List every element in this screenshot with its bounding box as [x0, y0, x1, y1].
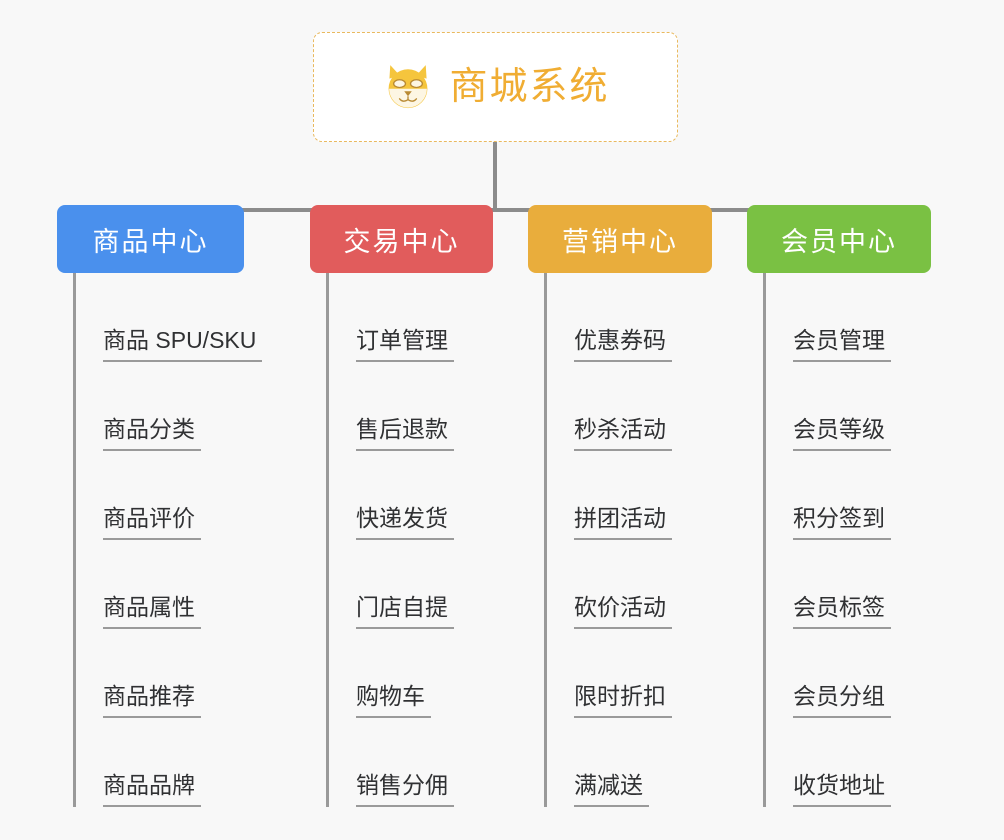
- leaf-item-label: 快递发货: [356, 505, 454, 540]
- leaf-item[interactable]: 商品评价: [73, 451, 244, 540]
- category-header-label: 交易中心: [343, 226, 460, 257]
- dog-face-icon: [389, 65, 428, 109]
- leaf-item-label: 商品推荐: [103, 683, 201, 718]
- category-header-2[interactable]: 交易中心: [310, 205, 493, 273]
- leaf-item-label: 商品 SPU/SKU: [103, 327, 263, 362]
- leaf-item-label: 商品分类: [103, 416, 201, 451]
- leaf-item-label: 订单管理: [356, 327, 454, 362]
- leaf-item-label: 销售分佣: [356, 772, 454, 807]
- connector-trunk-bar: [148, 208, 842, 212]
- category-items: 订单管理售后退款快递发货门店自提购物车销售分佣: [310, 273, 493, 807]
- leaf-item[interactable]: 销售分佣: [326, 718, 493, 807]
- leaf-item-label: 积分签到: [793, 505, 891, 540]
- leaf-item-label: 会员等级: [793, 416, 891, 451]
- leaf-item[interactable]: 会员管理: [763, 273, 931, 362]
- leaf-item-label: 售后退款: [356, 416, 454, 451]
- category-items: 商品 SPU/SKU 商品分类商品评价商品属性商品推荐商品品牌: [57, 273, 263, 807]
- category-column: 营销中心优惠券码秒杀活动拼团活动砍价活动限时折扣满减送: [528, 205, 712, 807]
- leaf-item[interactable]: 购物车: [326, 629, 493, 718]
- leaf-item-label: 拼团活动: [574, 505, 672, 540]
- leaf-item[interactable]: 门店自提: [326, 540, 493, 629]
- leaf-item[interactable]: 会员分组: [763, 629, 931, 718]
- leaf-item[interactable]: 商品推荐: [73, 629, 244, 718]
- leaf-item[interactable]: 售后退款: [326, 362, 493, 451]
- leaf-item[interactable]: 商品品牌: [73, 718, 244, 807]
- leaf-item-label: 商品品牌: [103, 772, 201, 807]
- column-spine: [544, 273, 547, 807]
- leaf-item[interactable]: 限时折扣: [544, 629, 712, 718]
- leaf-item[interactable]: 拼团活动: [544, 451, 712, 540]
- leaf-item-label: 收货地址: [793, 772, 891, 807]
- leaf-item-label: 会员标签: [793, 594, 891, 629]
- category-column: 商品中心商品 SPU/SKU 商品分类商品评价商品属性商品推荐商品品牌: [57, 205, 263, 807]
- category-items: 优惠券码秒杀活动拼团活动砍价活动限时折扣满减送: [528, 273, 712, 807]
- root-node[interactable]: 商城系统: [313, 32, 678, 142]
- leaf-item-label: 会员管理: [793, 327, 891, 362]
- category-header-3[interactable]: 营销中心: [528, 205, 712, 273]
- leaf-item-label: 门店自提: [356, 594, 454, 629]
- leaf-item-label: 优惠券码: [574, 327, 672, 362]
- leaf-item-label: 商品评价: [103, 505, 201, 540]
- leaf-item[interactable]: 商品分类: [73, 362, 244, 451]
- leaf-item[interactable]: 满减送: [544, 718, 712, 807]
- leaf-item[interactable]: 收货地址: [763, 718, 931, 807]
- category-column: 交易中心订单管理售后退款快递发货门店自提购物车销售分佣: [310, 205, 493, 807]
- leaf-item-label: 满减送: [574, 772, 649, 807]
- leaf-item[interactable]: 砍价活动: [544, 540, 712, 629]
- leaf-item[interactable]: 订单管理: [326, 273, 493, 362]
- leaf-item-label: 商品属性: [103, 594, 201, 629]
- leaf-item-label: 秒杀活动: [574, 416, 672, 451]
- column-spine: [326, 273, 329, 807]
- leaf-item-label: 限时折扣: [574, 683, 672, 718]
- category-header-4[interactable]: 会员中心: [747, 205, 931, 273]
- root-title: 商城系统: [449, 66, 610, 108]
- leaf-item[interactable]: 会员等级: [763, 362, 931, 451]
- column-spine: [73, 273, 76, 807]
- category-header-label: 商品中心: [92, 226, 209, 257]
- category-header-label: 会员中心: [781, 226, 897, 257]
- leaf-item-label: 砍价活动: [574, 594, 672, 629]
- leaf-item[interactable]: 积分签到: [763, 451, 931, 540]
- category-header-1[interactable]: 商品中心: [57, 205, 244, 273]
- category-header-label: 营销中心: [562, 226, 678, 257]
- leaf-item[interactable]: 商品属性: [73, 540, 244, 629]
- category-column: 会员中心会员管理会员等级积分签到会员标签会员分组收货地址: [747, 205, 931, 807]
- leaf-item[interactable]: 会员标签: [763, 540, 931, 629]
- leaf-item[interactable]: 商品 SPU/SKU: [73, 273, 263, 362]
- leaf-item-label: 购物车: [356, 683, 431, 718]
- leaf-item-label: 会员分组: [793, 683, 891, 718]
- leaf-item[interactable]: 秒杀活动: [544, 362, 712, 451]
- leaf-item[interactable]: 优惠券码: [544, 273, 712, 362]
- column-spine: [763, 273, 766, 807]
- leaf-item[interactable]: 快递发货: [326, 451, 493, 540]
- connector-root-stem: [493, 142, 497, 210]
- category-items: 会员管理会员等级积分签到会员标签会员分组收货地址: [747, 273, 931, 807]
